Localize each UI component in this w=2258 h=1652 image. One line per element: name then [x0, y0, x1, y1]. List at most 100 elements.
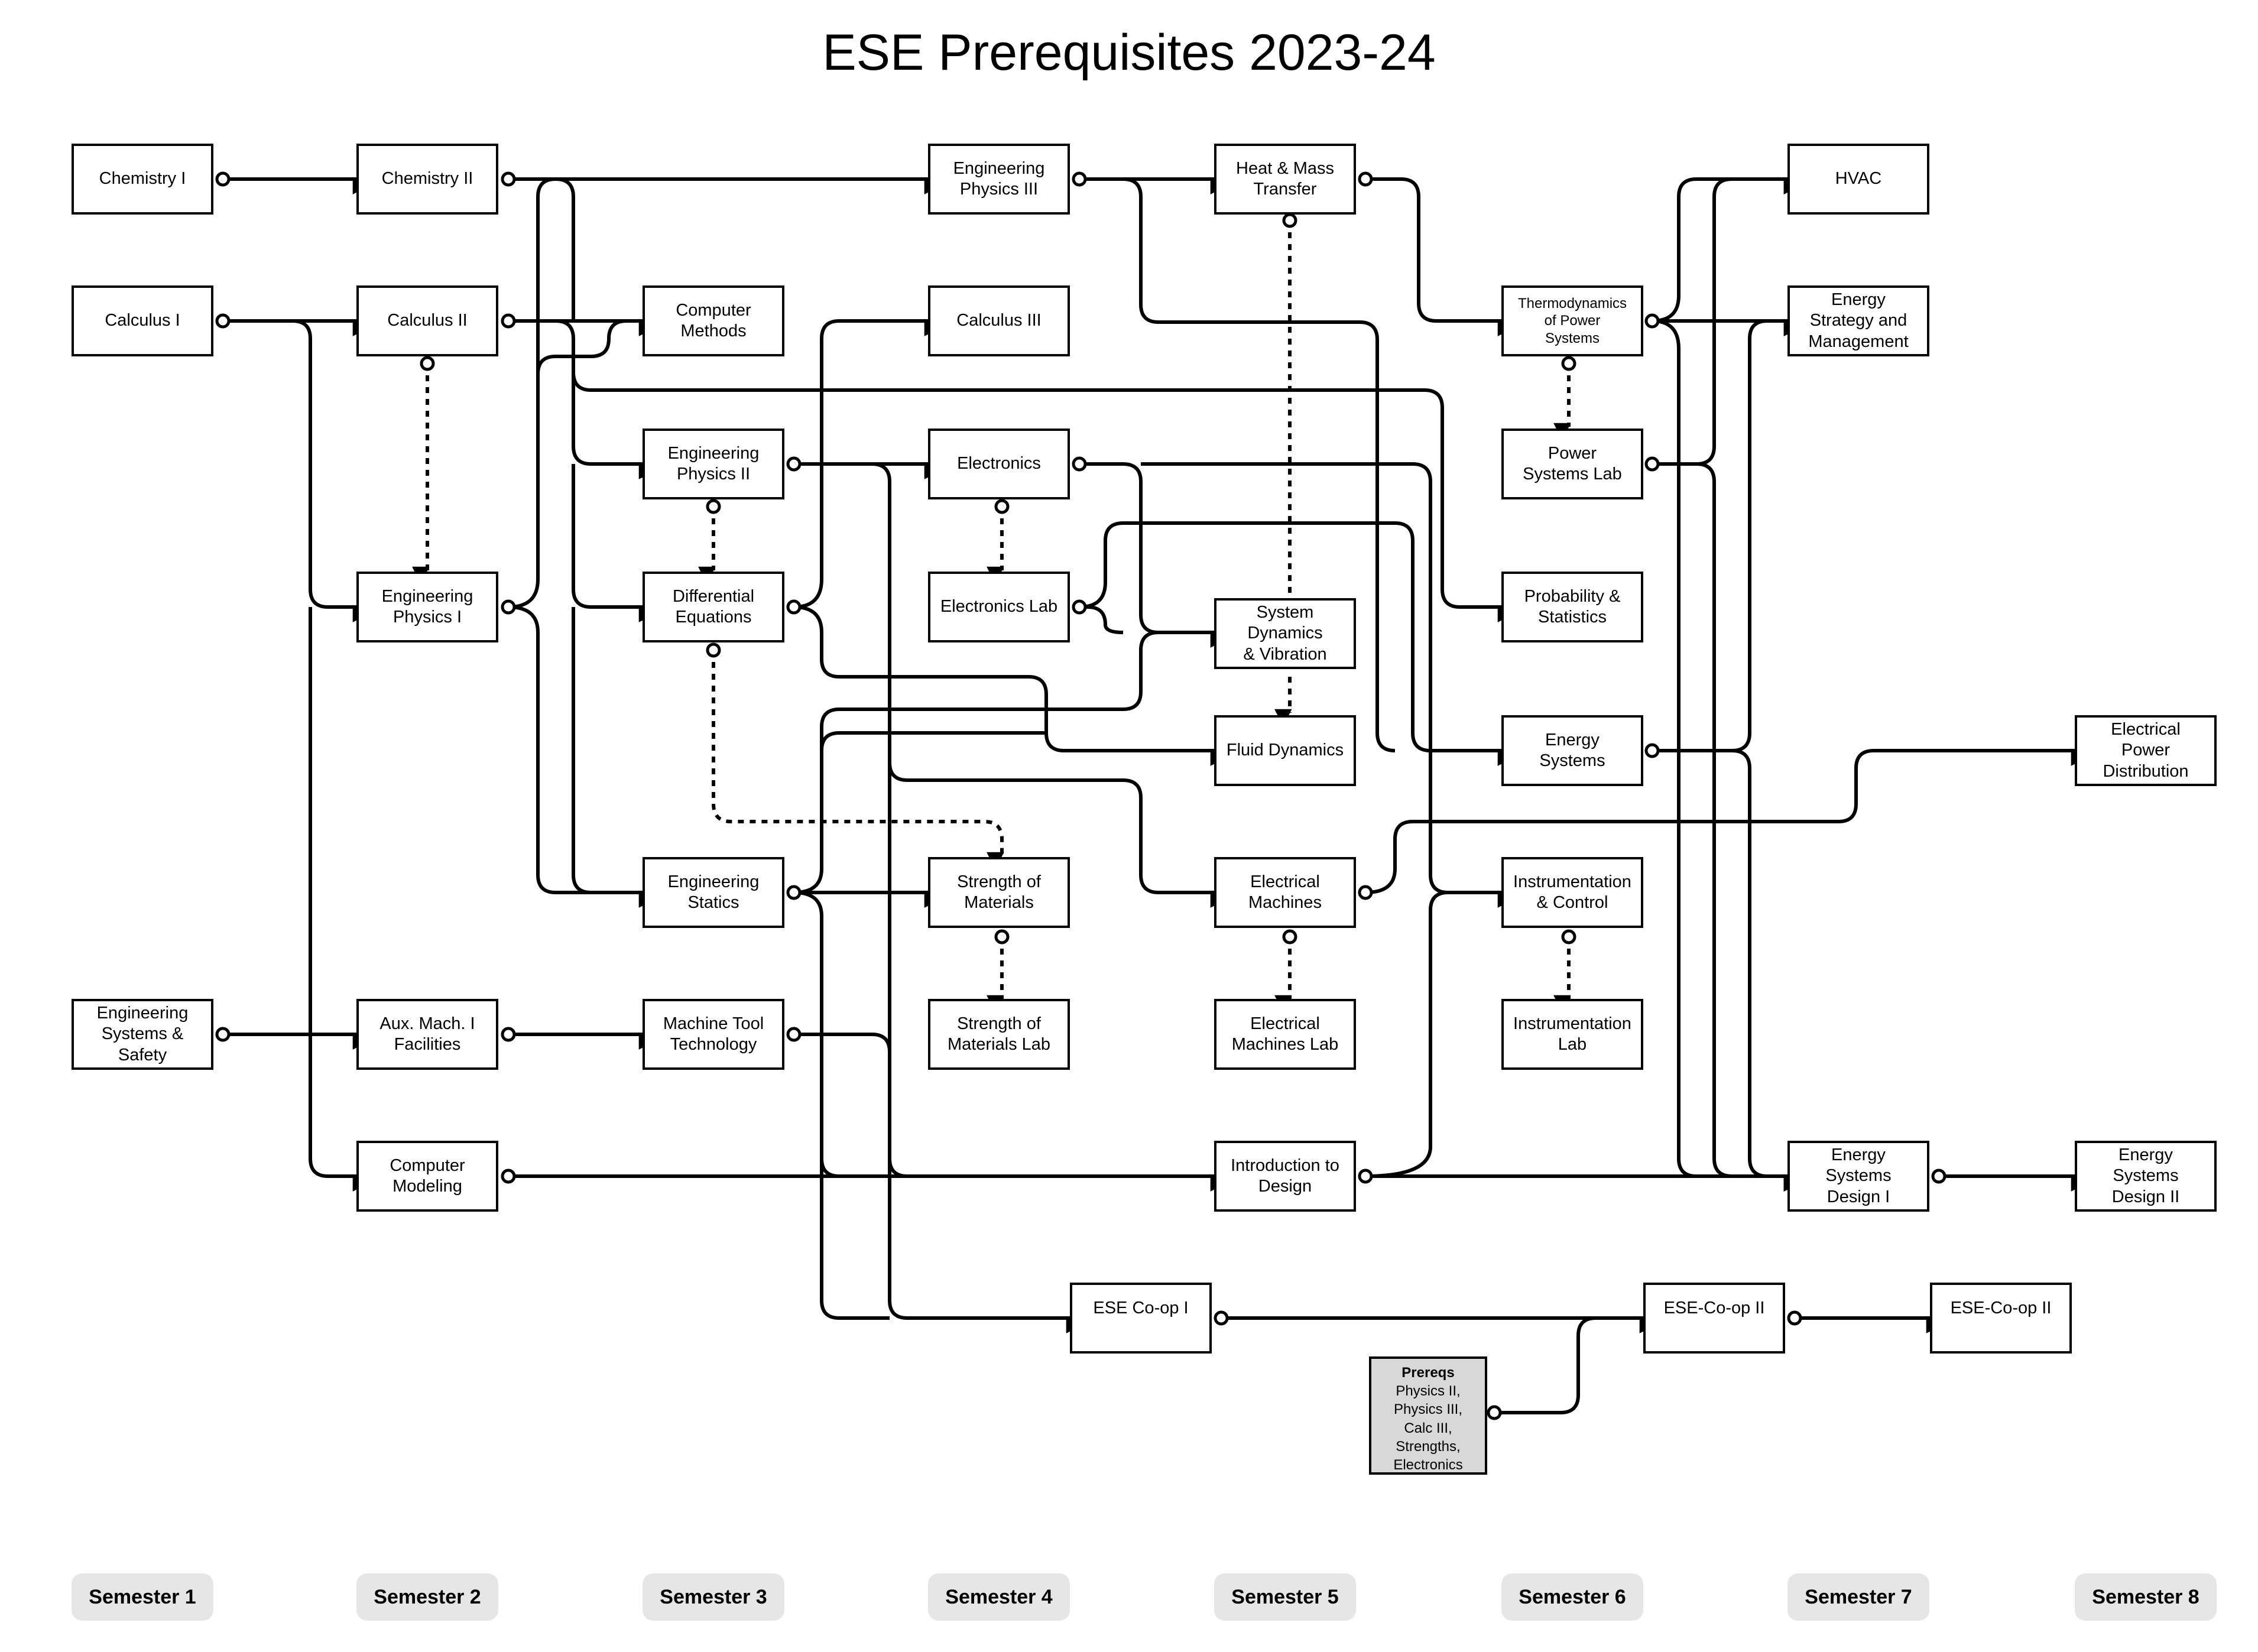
- port-aux: [501, 1027, 516, 1042]
- course-energy-systems-design-2: Energy Systems Design II: [2075, 1141, 2217, 1212]
- port-strength-down: [994, 929, 1010, 945]
- port-ess: [215, 1027, 231, 1042]
- course-computer-modeling: Computer Modeling: [356, 1141, 498, 1212]
- course-power-systems-lab: Power Systems Lab: [1501, 429, 1643, 499]
- course-ese-coop-2: ESE-Co-op II: [1643, 1283, 1785, 1354]
- course-calculus-1: Calculus I: [72, 285, 213, 356]
- edge-calc1-phys1: [223, 319, 371, 622]
- port-intro: [1358, 1169, 1373, 1184]
- port-elec: [1072, 456, 1087, 472]
- port-diffeq: [786, 599, 802, 615]
- course-energy-systems-design-1: Energy Systems Design I: [1787, 1141, 1929, 1212]
- edge-prereqs-coop2: [1494, 1316, 1597, 1414]
- semester-label-7: Semester 7: [1787, 1573, 1929, 1621]
- course-ese-coop-1: ESE Co-op I: [1070, 1283, 1212, 1354]
- course-engineering-physics-2: Engineering Physics II: [643, 429, 784, 499]
- port-phys2-down: [706, 499, 721, 514]
- edge-calc3-fluid: [820, 731, 1046, 751]
- edge-enersys-esd1: [1652, 749, 1802, 1192]
- prereqs-line: Strengths,: [1396, 1438, 1461, 1455]
- edge-phys1-phys2: [508, 177, 556, 609]
- course-energy-strategy-management: Energy Strategy and Management: [1787, 285, 1929, 356]
- semester-label-2: Semester 2: [356, 1573, 498, 1621]
- edge-phys1-statics: [508, 605, 657, 908]
- edge-diffeq-strength: [712, 650, 1004, 870]
- course-calculus-3: Calculus III: [928, 285, 1070, 356]
- port-emach-down: [1282, 929, 1297, 945]
- port-phys3: [1072, 171, 1087, 187]
- semester-label-4: Semester 4: [928, 1573, 1070, 1621]
- course-engineering-systems-safety: Engineering Systems & Safety: [72, 999, 213, 1070]
- port-pslab: [1644, 456, 1660, 472]
- course-electronics: Electronics: [928, 429, 1070, 499]
- port-mtt: [786, 1027, 802, 1042]
- course-strength-of-materials-lab: Strength of Materials Lab: [928, 999, 1070, 1070]
- port-heat-down: [1282, 213, 1297, 228]
- edge-thermo-esd1: [1652, 319, 1802, 1192]
- course-calculus-2: Calculus II: [356, 285, 498, 356]
- edge-enersys-esm: [1652, 319, 1802, 752]
- course-electrical-machines: Electrical Machines: [1214, 857, 1356, 928]
- course-electronics-lab: Electronics Lab: [928, 572, 1070, 642]
- edge-elec-instr: [1141, 462, 1516, 908]
- edge-intro-instr: [1365, 891, 1449, 1178]
- edge-diffeq-fluid: [793, 605, 1228, 766]
- edge-emach-epd: [1365, 748, 2089, 894]
- edge-calc1-compmod: [309, 607, 356, 1178]
- port-diffeq-down: [706, 642, 721, 658]
- edge-calc2-prob: [572, 339, 1516, 622]
- semester-label-5: Semester 5: [1214, 1573, 1356, 1621]
- edge-diffeq-calc3: [793, 319, 942, 609]
- semester-label-8: Semester 8: [2075, 1573, 2217, 1621]
- semester-label-3: Semester 3: [643, 1573, 784, 1621]
- edge-statics-intro: [820, 1158, 840, 1178]
- edge-statics-up: [793, 630, 1228, 894]
- course-electrical-machines-lab: Electrical Machines Lab: [1214, 999, 1356, 1070]
- port-statics: [786, 885, 802, 900]
- port-phys1: [501, 599, 516, 615]
- prereqs-heading: Prereqs: [1401, 1365, 1455, 1381]
- prereqs-note: Prereqs Physics II, Physics III, Calc II…: [1369, 1356, 1487, 1475]
- course-engineering-physics-1: Engineering Physics I: [356, 572, 498, 642]
- course-machine-tool-technology: Machine Tool Technology: [643, 999, 784, 1070]
- course-heat-mass-transfer: Heat & Mass Transfer: [1214, 144, 1356, 215]
- edge-chem2-down: [508, 177, 575, 321]
- port-chem1: [215, 171, 231, 187]
- course-ese-coop-3: ESE-Co-op II: [1930, 1283, 2072, 1354]
- edge-statics-coop1: [793, 891, 890, 1320]
- port-prereqs: [1487, 1405, 1502, 1420]
- port-emach: [1358, 885, 1373, 900]
- edge-calc2-statics: [572, 607, 592, 894]
- course-probability-statistics: Probability & Statistics: [1501, 572, 1643, 642]
- course-chemistry-2: Chemistry II: [356, 144, 498, 215]
- port-chem2: [501, 171, 516, 187]
- semester-label-6: Semester 6: [1501, 1573, 1643, 1621]
- course-aux-mach-facilities: Aux. Mach. I Facilities: [356, 999, 498, 1070]
- course-strength-of-materials: Strength of Materials: [928, 857, 1070, 928]
- edge-calc2-phys2: [508, 319, 657, 479]
- port-elec-down: [994, 499, 1010, 514]
- port-phys2: [786, 456, 802, 472]
- prereqs-line: Electronics: [1393, 1456, 1463, 1473]
- port-calc2: [501, 313, 516, 329]
- edge-elec-emach: [888, 762, 1228, 908]
- prereqs-line: Calc III,: [1404, 1420, 1452, 1436]
- course-system-dynamics-vibration: System Dynamics & Vibration: [1214, 598, 1356, 669]
- course-introduction-to-design: Introduction to Design: [1214, 1141, 1356, 1212]
- course-thermodynamics-power-systems: Thermodynamics of Power Systems: [1501, 285, 1643, 356]
- course-instrumentation-control: Instrumentation & Control: [1501, 857, 1643, 928]
- port-calc1: [215, 313, 231, 329]
- edge-mtt-intro: [794, 1033, 908, 1178]
- port-thermo: [1644, 313, 1660, 329]
- course-differential-equations: Differential Equations: [643, 572, 784, 642]
- edge-thermo-hvac: [1652, 177, 1802, 323]
- course-chemistry-1: Chemistry I: [72, 144, 213, 215]
- edge-pslab-hvac: [1652, 177, 1802, 466]
- port-instr-down: [1561, 929, 1576, 945]
- prereqs-line: Physics II,: [1396, 1383, 1461, 1400]
- edge-eleclab-up: [1079, 521, 1516, 766]
- edge-elec-sysdyn: [1079, 462, 1159, 634]
- course-hvac: HVAC: [1787, 144, 1929, 215]
- edge-phys3-enersys: [1079, 177, 1396, 752]
